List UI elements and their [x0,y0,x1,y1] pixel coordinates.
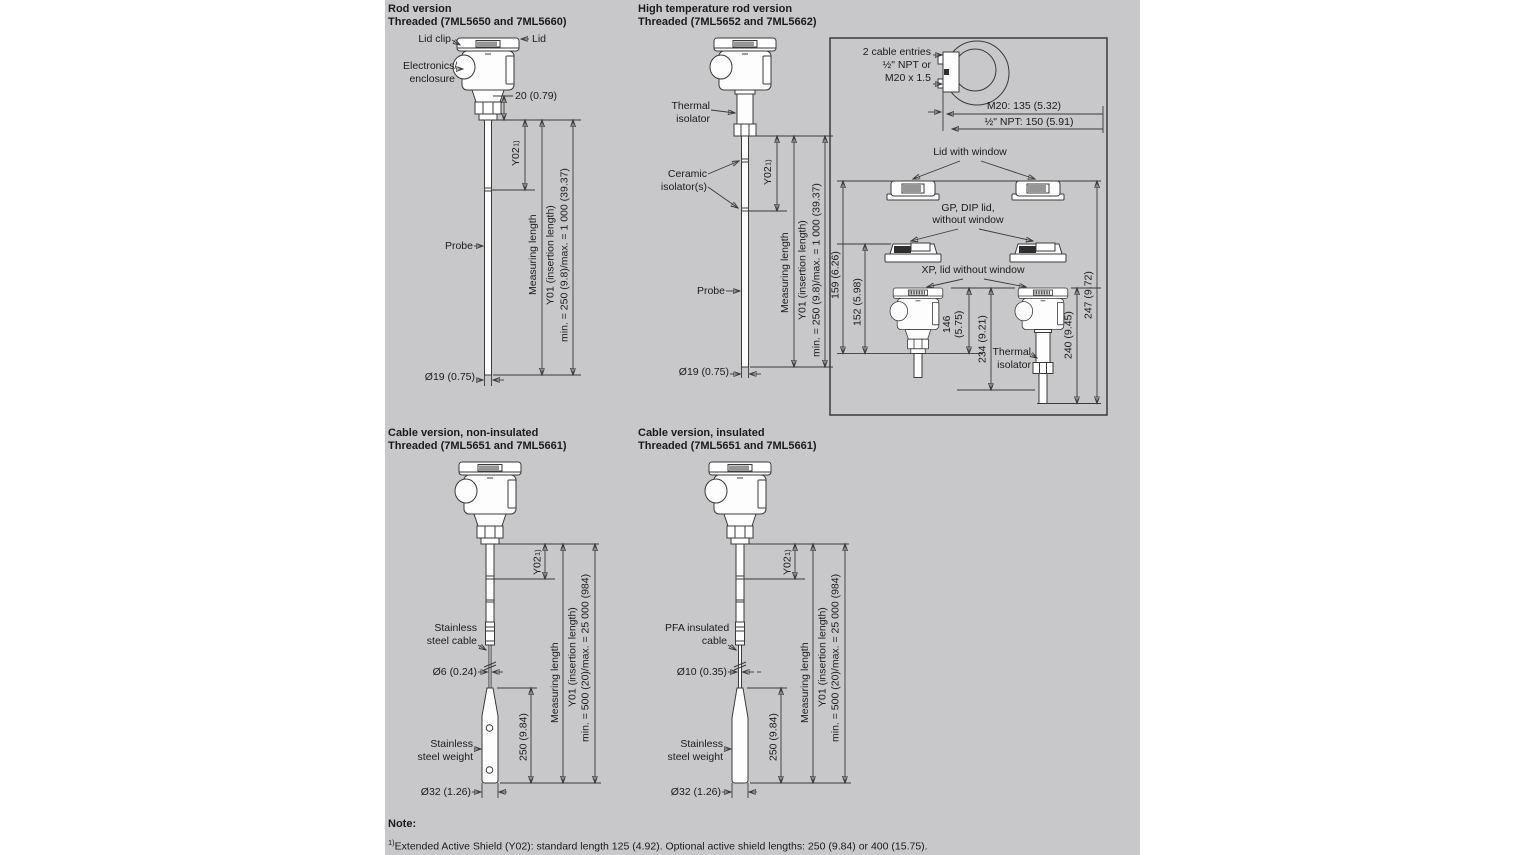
rod-version-drawing [451,38,581,386]
note-heading: Note: [388,818,417,830]
probe-label-b: Probe [696,285,725,297]
cable-ins-title-line1: Cable version, insulated [638,427,765,439]
gp-dip-lid-label-line1: GP, DIP lid, [941,202,995,214]
weight-diameter-label-d: Ø32 (1.26) [670,786,721,798]
cable-ins-title-line2: Threaded (7ML5651 and 7ML5661) [638,440,817,452]
thermal-isolator-detail-label-line2: isolator [997,359,1031,371]
pfa-cable-label-line1: PFA insulated [665,622,730,634]
cable-entries-label-line3: M20 x 1.5 [884,72,931,84]
note-text: 1)Extended Active Shield (Y02): standard… [388,838,928,853]
gp-dip-lid-label-line2: without window [932,214,1004,226]
steel-cable-label-line2: steel cable [426,635,477,647]
cable-entries-label-line2: ½" NPT or [882,59,931,71]
rod-version-title-line1: Rod version [388,3,452,15]
lid-with-window-label: Lid with window [933,146,1007,158]
electronics-label-line1: Electronics/ [403,60,458,72]
measuring-length-label: Measuring length [527,214,539,296]
dim-159-label: 159 (6.26) [829,251,842,299]
thermal-isolator-detail-label-line1: Thermal [992,346,1031,358]
enclosure-detail-box [829,37,1108,416]
y01-range-label-b: min. = 250 (9.8)/max. = 1 000 (39.37) [810,183,823,357]
cable-ni-title-line2: Threaded (7ML5651 and 7ML5661) [388,440,567,452]
dim-146-label-inches: (5.75) [953,310,965,338]
steel-cable-label-line1: Stainless [434,622,477,634]
dim-250-label-d: 250 (9.84) [767,713,780,762]
dim-240-label: 240 (9.45) [1062,311,1075,359]
cable-ni-title-line1: Cable version, non-insulated [388,427,539,439]
dim-247-label: 247 (9.72) [1082,271,1095,319]
dim-152-label: 152 (5.98) [851,278,864,326]
high-temp-title-line2: Threaded (7ML5652 and 7ML5662) [638,16,817,28]
y01-dim-label-c: Y01 (insertion length) [566,607,579,708]
y01-dim-label-d: Y01 (insertion length) [816,607,829,708]
m20-dim-label: M20: 135 (5.32) [986,100,1062,112]
line-art [451,0,1108,798]
steel-weight-label-d-line2: steel weight [667,751,723,763]
lid-label: Lid [532,33,547,45]
probe-label: Probe [444,240,473,252]
electronics-label-line2: enclosure [409,73,455,85]
y01-dim-label-b: Y01 (insertion length) [796,220,809,320]
weight-diameter-label: Ø32 (1.26) [420,786,471,798]
cable-diameter-label-d: Ø10 (0.35) [676,666,727,678]
y01-range-label: min. = 250 (9.8)/max. = 1 000 (39.37) [558,168,571,342]
dim-146-label-value: 146 [941,315,953,333]
dim-20-label: 20 (0.79) [515,90,558,102]
measuring-length-label-c: Measuring length [549,642,561,724]
pfa-cable-label-line2: cable [701,635,727,647]
steel-weight-label-line2: steel weight [417,751,473,763]
steel-weight-label-d-line1: Stainless [680,738,723,750]
lid-clip-label: Lid clip [418,33,451,45]
cable-insulated-drawing [704,461,851,798]
high-temp-rod-drawing [707,37,833,378]
npt-dim-label: ½" NPT: 150 (5.91) [984,116,1074,128]
y01-dim-label: Y01 (insertion length) [544,205,557,305]
xp-lid-label: XP, lid without window [921,264,1025,276]
y01-range-label-c: min. = 500 (20)/max. = 25 000 (984) [579,573,592,742]
probe-diameter-label-b: Ø19 (0.75) [678,366,729,378]
high-temp-title-line1: High temperature rod version [638,3,793,15]
probe-diameter-label: Ø19 (0.75) [424,371,475,383]
ceramic-isolator-label-line2: isolator(s) [660,181,707,193]
dim-250-label: 250 (9.84) [517,713,530,762]
thermal-isolator-label-line2: isolator [676,113,710,125]
dim-234-label: 234 (9.21) [976,315,989,364]
cable-diameter-label: Ø6 (0.24) [432,666,477,678]
measuring-length-label-b: Measuring length [779,232,791,313]
cable-entries-label-line1: 2 cable entries [862,46,931,58]
ceramic-isolator-label-line1: Ceramic [667,168,707,180]
steel-weight-label-line1: Stainless [430,738,473,750]
cable-non-insulated-drawing [454,461,601,798]
measuring-length-label-d: Measuring length [799,642,811,724]
drawing-panel: Rod version Threaded (7ML5650 and 7ML566… [385,0,1140,855]
rod-version-title-line2: Threaded (7ML5650 and 7ML5660) [388,16,567,28]
y01-range-label-d: min. = 500 (20)/max. = 25 000 (984) [829,573,842,742]
thermal-isolator-label-line1: Thermal [671,100,710,112]
